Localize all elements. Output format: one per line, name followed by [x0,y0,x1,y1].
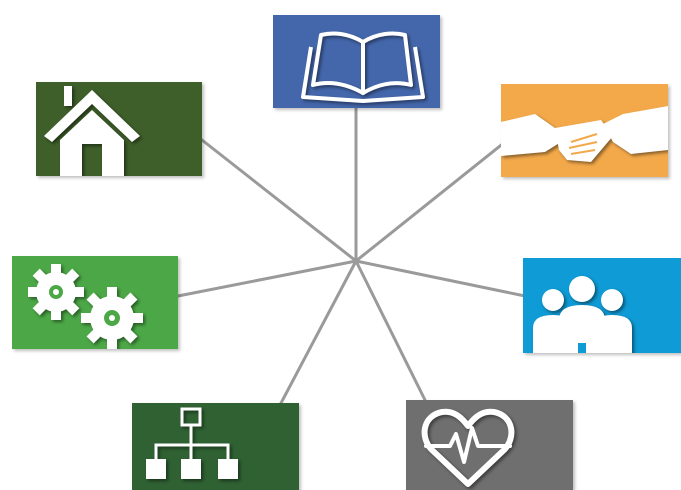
tile-education [273,15,440,108]
connector-community [354,259,527,298]
tile-health [406,400,573,490]
connector-operations [176,259,358,298]
tile-community [523,258,681,353]
tile-organization [132,403,299,490]
tile-housing [36,82,202,176]
connector-organization [278,259,358,407]
house-icon [44,86,140,176]
tile-operations [12,256,178,349]
connector-partnership [354,136,512,263]
heart-pulse-icon [421,408,515,487]
org-chart-icon [146,407,238,479]
connector-housing [200,138,358,263]
gears-icon [28,264,143,349]
handshake-icon [501,106,668,162]
connector-health [354,259,427,402]
open-book-icon [301,31,425,103]
people-group-icon [533,276,632,353]
tile-partnership [501,84,668,177]
